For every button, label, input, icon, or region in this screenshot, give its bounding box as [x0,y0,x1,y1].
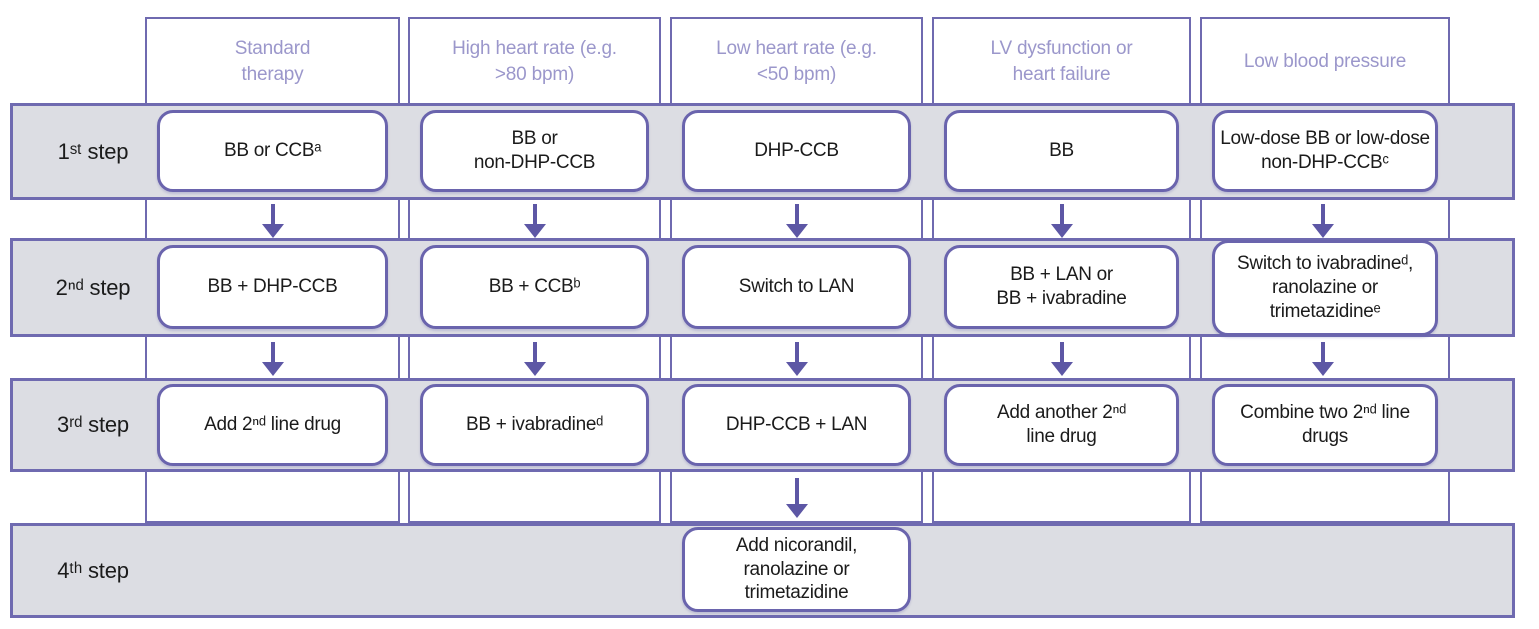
column-header-low-heart-rate: Low heart rate (e.g. <50 bpm) [716,38,877,85]
arrow-down-icon [1051,204,1073,238]
treatment-box-step2-high-heart-rate: BB + CCBᵇ [420,245,649,329]
treatment-box-step3-standard-therapy: Add 2ⁿᵈ line drug [157,384,388,466]
column-header-standard-therapy: Standard therapy [234,38,311,85]
arrow-down-icon [786,342,808,376]
treatment-box-step2-low-blood-pressure: Switch to ivabradineᵈ, ranolazine or tri… [1212,240,1438,336]
column-header-low-blood-pressure: Low blood pressure [1243,51,1407,73]
row-label-step-2: 2ⁿᵈ step [55,274,131,300]
treatment-box-step3-lv-dysfunction: Add another 2ⁿᵈ line drug [944,384,1179,466]
treatment-box-step3-high-heart-rate: BB + ivabradineᵈ [420,384,649,466]
arrow-down-icon [786,478,808,518]
column-header-lv-dysfunction: LV dysfunction or heart failure [990,38,1133,85]
treatment-box-step3-low-heart-rate: DHP-CCB + LAN [682,384,911,466]
treatment-box-step3-low-blood-pressure: Combine two 2ⁿᵈ line drugs [1212,384,1438,466]
row-label-step-1: 1ˢᵗ step [57,138,129,164]
treatment-box-step4-low-heart-rate: Add nicorandil, ranolazine or trimetazid… [682,527,911,612]
treatment-box-step2-low-heart-rate: Switch to LAN [682,245,911,329]
arrow-down-icon [1051,342,1073,376]
arrow-down-icon [524,342,546,376]
column-header-high-heart-rate: High heart rate (e.g. >80 bpm) [452,38,617,85]
treatment-box-step1-lv-dysfunction: BB [944,110,1179,192]
row-label-step-3: 3ʳᵈ step [57,412,129,437]
arrow-down-icon [262,342,284,376]
treatment-box-step1-low-heart-rate: DHP-CCB [682,110,911,192]
arrow-down-icon [1312,204,1334,238]
arrow-down-icon [1312,342,1334,376]
treatment-box-step1-high-heart-rate: BB or non-DHP-CCB [420,110,649,192]
arrow-down-icon [524,204,546,238]
row-label-step-4: 4ᵗʰ step [57,557,129,583]
arrow-down-icon [262,204,284,238]
treatment-box-step1-low-blood-pressure: Low-dose BB or low-dose non-DHP-CCBᶜ [1212,110,1438,192]
arrow-down-icon [786,204,808,238]
treatment-box-step1-standard-therapy: BB or CCBᵃ [157,110,388,192]
treatment-box-step2-lv-dysfunction: BB + LAN or BB + ivabradine [944,245,1179,329]
treatment-box-step2-standard-therapy: BB + DHP-CCB [157,245,388,329]
